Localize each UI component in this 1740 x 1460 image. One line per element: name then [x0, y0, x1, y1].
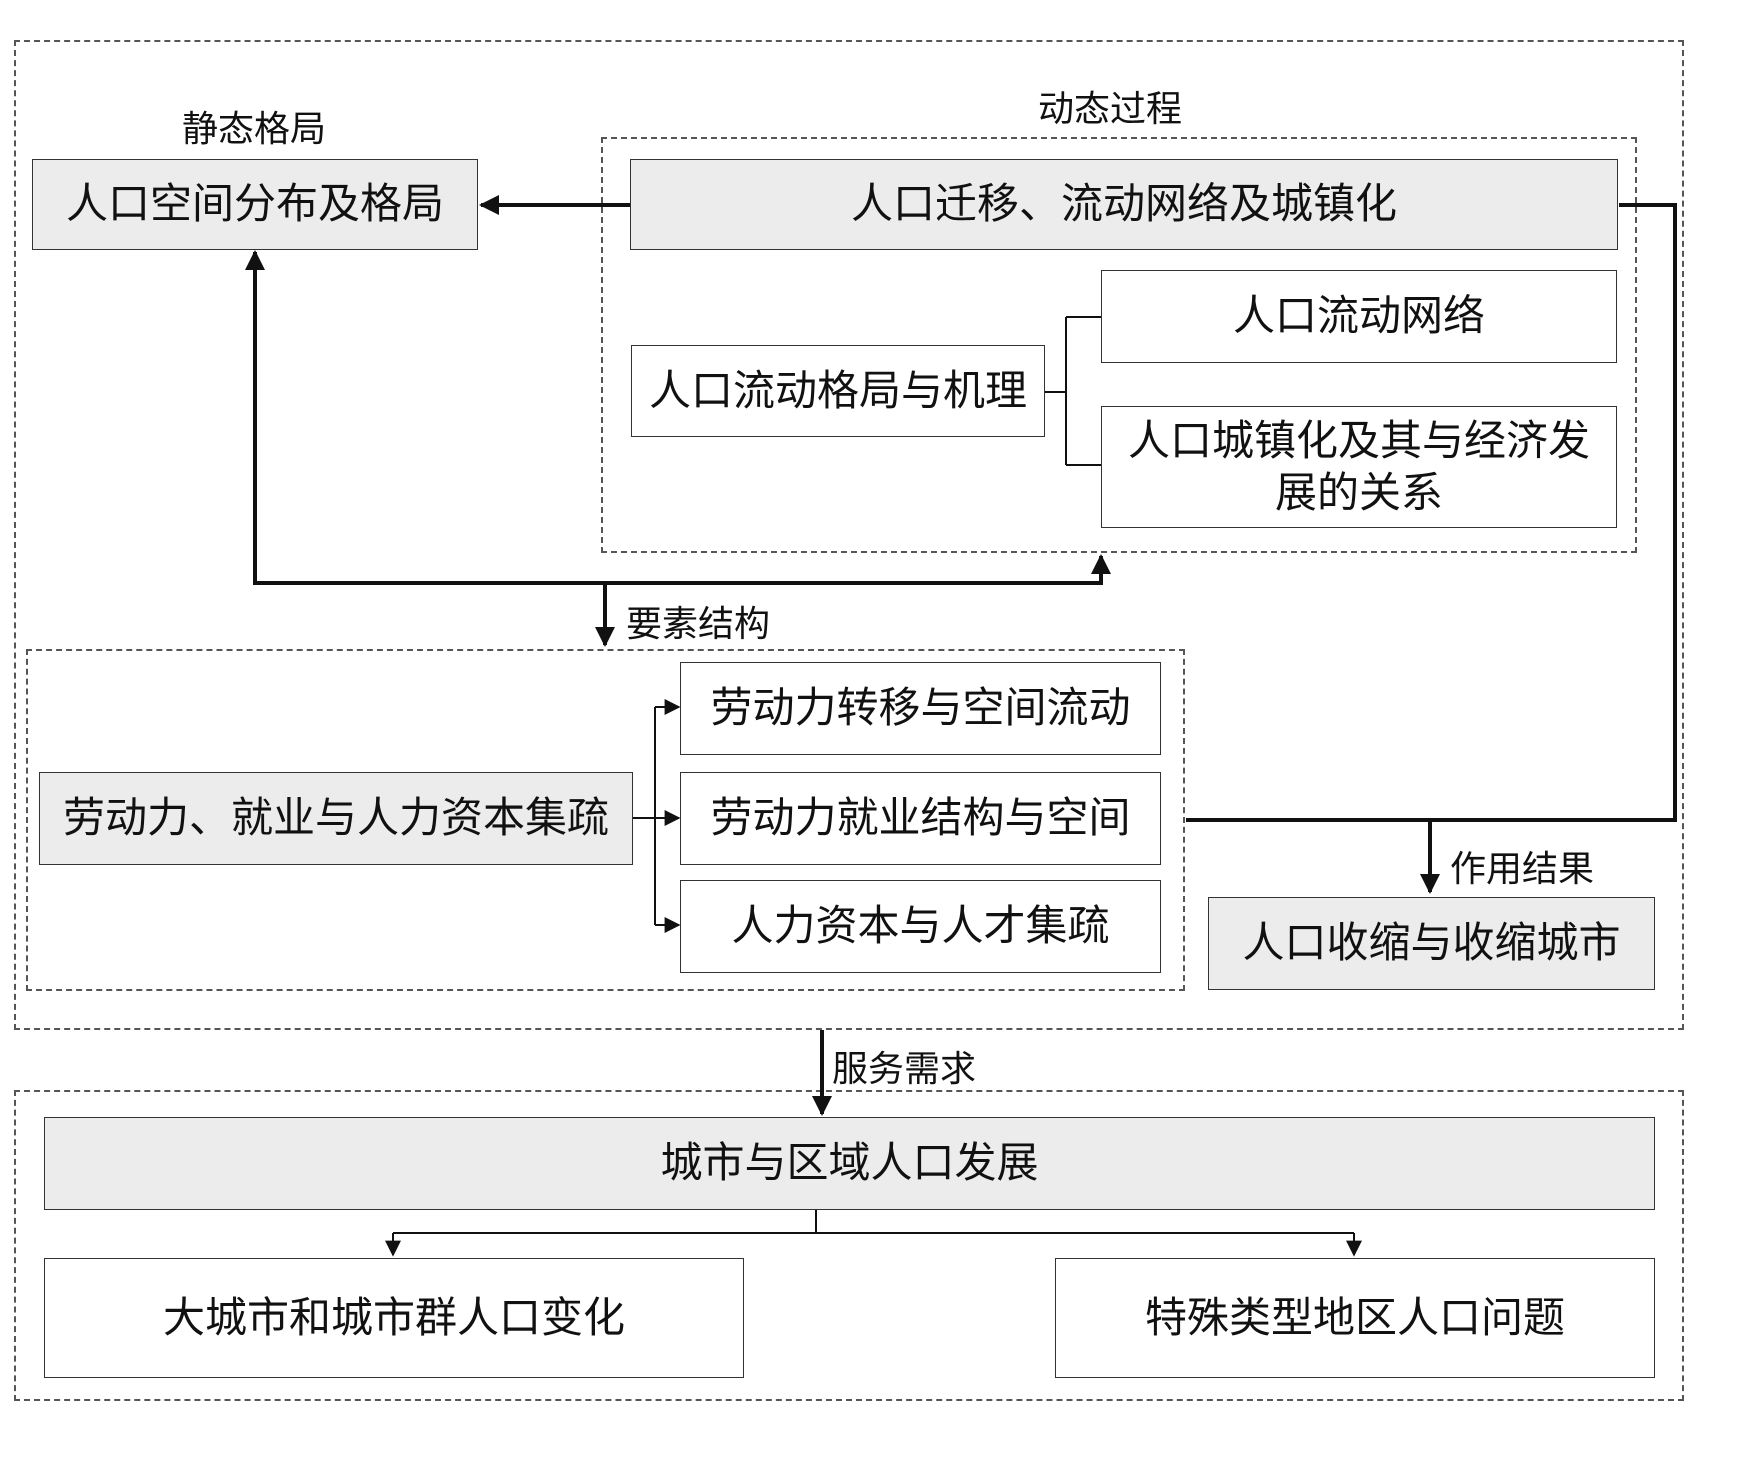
node-labor-transfer: 劳动力转移与空间流动 — [680, 662, 1161, 755]
label-dynamic-process: 动态过程 — [1038, 89, 1183, 130]
bracket-labor — [633, 707, 656, 925]
node-urbanization-relation: 人口城镇化及其与经济发展的关系 — [1101, 406, 1617, 528]
arrow-to-dynamic-frame — [605, 554, 1111, 585]
label-service-demand: 服务需求 — [832, 1049, 977, 1090]
dynamic-process-frame — [601, 137, 1637, 553]
node-big-city-change: 大城市和城市群人口变化 — [44, 1258, 744, 1378]
bottom-frame — [14, 1090, 1684, 1401]
node-pop-distribution: 人口空间分布及格局 — [32, 159, 478, 250]
node-labor-structure: 劳动力就业结构与空间 — [680, 772, 1161, 865]
node-labor-main: 劳动力、就业与人力资本集疏 — [39, 772, 633, 865]
bracket-bottom-split — [393, 1210, 1354, 1234]
node-human-capital: 人力资本与人才集疏 — [680, 880, 1161, 973]
label-factor-structure: 要素结构 — [626, 604, 771, 645]
node-special-region: 特殊类型地区人口问题 — [1055, 1258, 1655, 1378]
top-frame — [14, 40, 1684, 1030]
label-effect-result: 作用结果 — [1450, 849, 1595, 890]
arrow-to-distribution — [245, 250, 605, 585]
bracket-flow-mechanism — [1045, 316, 1101, 466]
node-urban-regional-dev: 城市与区域人口发展 — [44, 1117, 1655, 1210]
node-shrinking-city: 人口收缩与收缩城市 — [1208, 897, 1655, 990]
node-flow-mechanism: 人口流动格局与机理 — [631, 345, 1045, 437]
node-flow-network: 人口流动网络 — [1101, 270, 1617, 363]
node-migration-network: 人口迁移、流动网络及城镇化 — [630, 159, 1618, 250]
label-static-pattern: 静态格局 — [182, 109, 327, 150]
factor-structure-frame — [26, 649, 1185, 991]
